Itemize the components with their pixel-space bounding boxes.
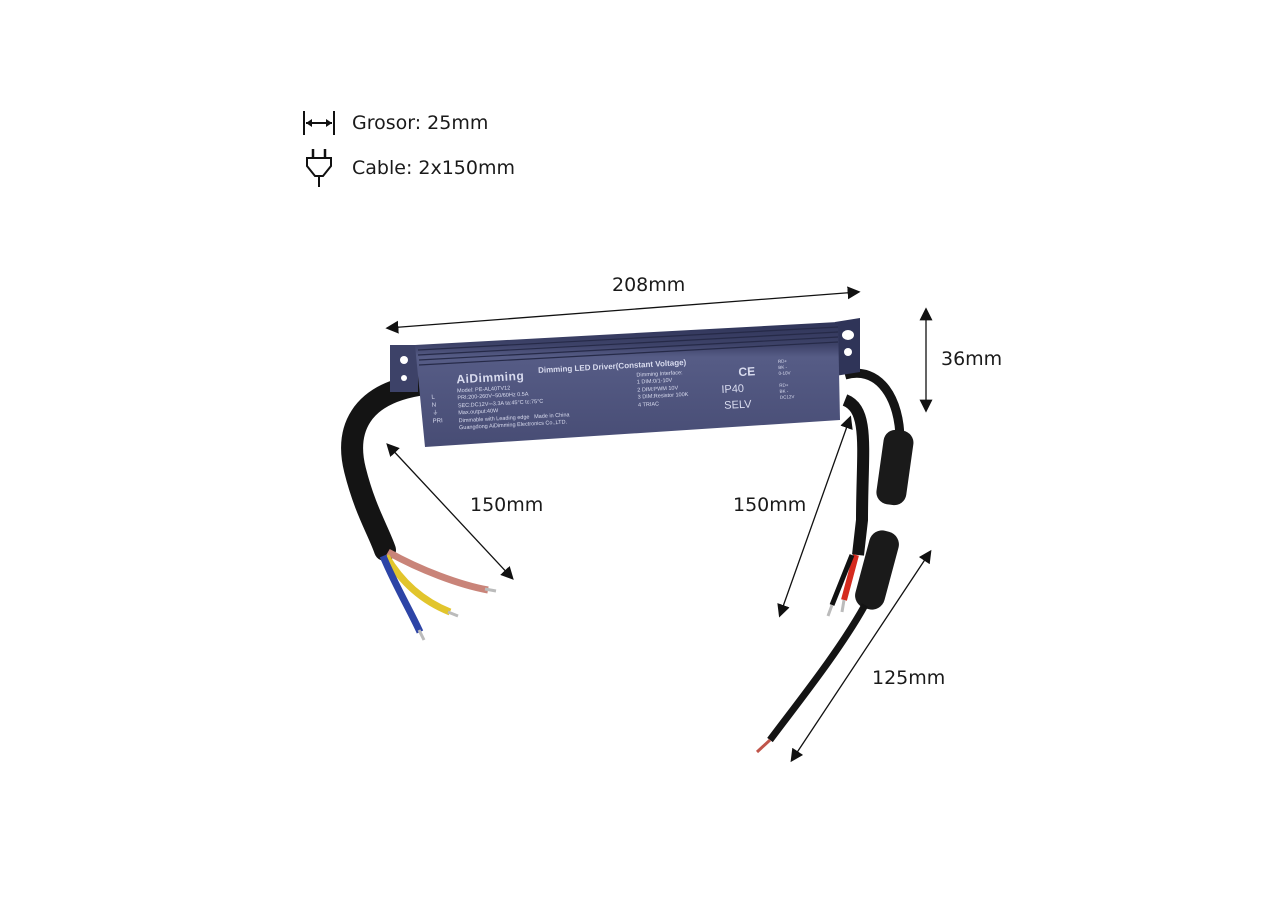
brand-logo: AiDimming bbox=[456, 368, 525, 387]
ip-rating: IP40 bbox=[721, 382, 745, 397]
dimension-lines bbox=[385, 286, 933, 763]
output-cable-label: 150mm bbox=[733, 494, 807, 516]
output-cables bbox=[755, 368, 914, 754]
spec-cable: Cable: 2x150mm bbox=[304, 148, 515, 188]
height-label: 36mm bbox=[941, 348, 1003, 370]
ce-mark: CE bbox=[738, 364, 756, 380]
port2-label: DC12V bbox=[779, 394, 795, 400]
plug-icon bbox=[304, 148, 334, 188]
port2-rd: RD+ bbox=[779, 382, 789, 388]
spec-cable-label: Cable: 2x150mm bbox=[352, 157, 515, 179]
spec-thickness-label: Grosor: 25mm bbox=[352, 112, 489, 134]
input-cable-label: 150mm bbox=[470, 494, 544, 516]
length-label: 208mm bbox=[612, 274, 686, 296]
dc-cable-label: 125mm bbox=[872, 667, 946, 689]
selv-mark: SELV bbox=[723, 398, 752, 412]
driver-body bbox=[415, 322, 840, 447]
pri-label: PRI bbox=[432, 418, 443, 425]
spec-thickness: Grosor: 25mm bbox=[302, 110, 488, 136]
port1-bk: BK - bbox=[778, 364, 788, 370]
port1-rd: RD+ bbox=[777, 358, 788, 364]
width-arrows-icon bbox=[302, 110, 336, 136]
port2-bk: BK - bbox=[779, 388, 789, 394]
